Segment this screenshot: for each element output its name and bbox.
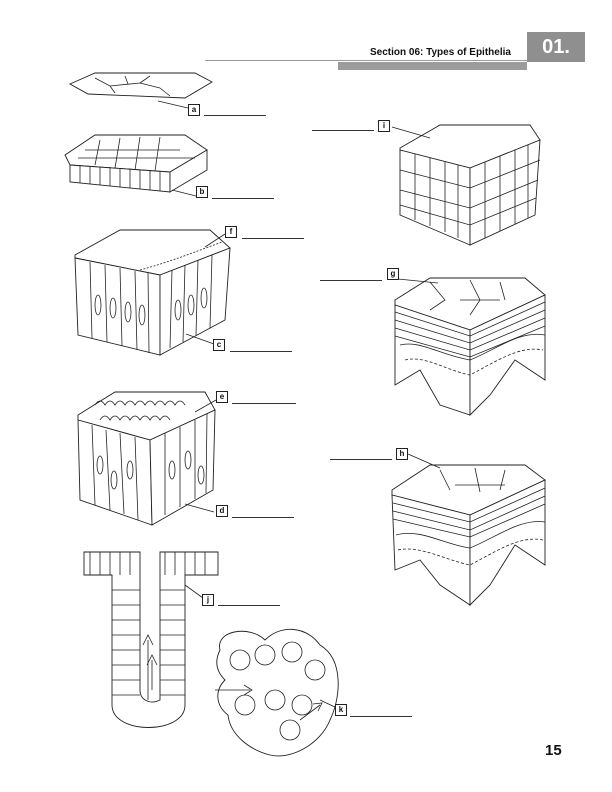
- illustration-simple-squamous: [68, 72, 213, 109]
- answer-line-j[interactable]: [218, 605, 280, 606]
- page-number: 15: [545, 742, 562, 759]
- illustration-simple-columnar: [74, 229, 231, 356]
- answer-line-g[interactable]: [320, 280, 382, 281]
- label-j: j: [202, 594, 214, 606]
- section-number-badge: 01.: [527, 32, 585, 62]
- label-b: b: [196, 186, 208, 198]
- label-a: a: [188, 104, 200, 116]
- answer-line-i[interactable]: [312, 130, 374, 131]
- answer-line-f[interactable]: [242, 238, 304, 239]
- illustration-pseudostratified-columnar: [77, 391, 217, 526]
- answer-line-e[interactable]: [232, 403, 296, 404]
- illustration-stratified-squamous: [391, 453, 546, 607]
- illustration-stratified-cuboidal: [391, 124, 541, 246]
- answer-line-d[interactable]: [232, 517, 294, 518]
- label-i: i: [378, 120, 390, 132]
- answer-line-c[interactable]: [230, 351, 292, 352]
- label-f: f: [225, 226, 237, 238]
- answer-line-h[interactable]: [330, 459, 392, 460]
- label-c: c: [213, 339, 225, 351]
- label-d: d: [216, 505, 228, 517]
- label-h: h: [396, 448, 408, 460]
- illustration-simple-cuboidal: [64, 134, 208, 197]
- illustration-alveolar-gland: [215, 628, 339, 757]
- label-e: e: [216, 391, 228, 403]
- illustration-glandular-duct: [83, 551, 219, 728]
- label-g: g: [387, 268, 399, 280]
- answer-line-a[interactable]: [204, 115, 266, 116]
- answer-line-k[interactable]: [350, 716, 412, 717]
- header-rule: [205, 60, 527, 61]
- label-k: k: [335, 704, 347, 716]
- section-title: Section 06: Types of Epithelia: [370, 47, 511, 58]
- header-bar: [338, 62, 527, 70]
- answer-line-b[interactable]: [212, 198, 274, 199]
- illustration-stratified-squamous-keratinized: [394, 277, 546, 417]
